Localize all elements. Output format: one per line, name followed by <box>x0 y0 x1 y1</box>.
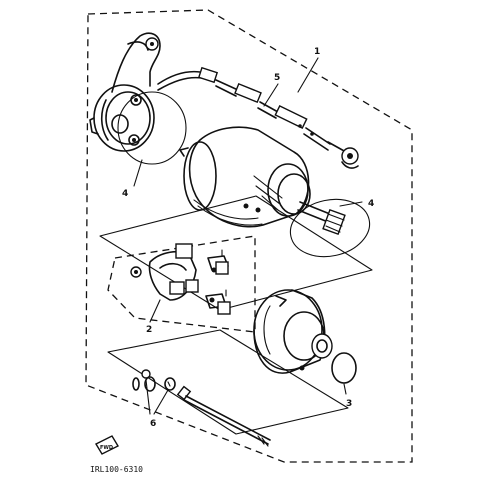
assembly-boundary <box>85 9 413 463</box>
o-ring-small <box>331 352 357 384</box>
fwd-arrow-mark: FWD <box>95 435 119 455</box>
starter-yoke-armature <box>179 126 346 236</box>
callout-5: 5 <box>274 73 280 83</box>
callout-4-left: 4 <box>122 189 128 199</box>
callout-leaders <box>133 57 363 415</box>
callout-1: 1 <box>314 47 320 57</box>
front-bracket <box>89 32 161 152</box>
callout-3: 3 <box>346 399 352 409</box>
through-bolt <box>176 385 271 447</box>
lead-wire-cable <box>157 66 359 169</box>
rear-cover <box>253 289 333 374</box>
o-ring-rear <box>289 198 371 258</box>
o-ring-front <box>117 91 187 165</box>
callout-6: 6 <box>150 419 156 429</box>
rear-cover-panel <box>107 329 349 435</box>
brush-assembly-frame <box>107 235 256 333</box>
fwd-mark-label: FWD <box>100 445 113 451</box>
callout-4-right: 4 <box>368 199 374 209</box>
callout-2: 2 <box>146 325 152 335</box>
brush-holder-assembly <box>130 243 231 315</box>
drawing-code: IRL100-6310 <box>90 465 143 474</box>
washer-set <box>132 369 176 392</box>
